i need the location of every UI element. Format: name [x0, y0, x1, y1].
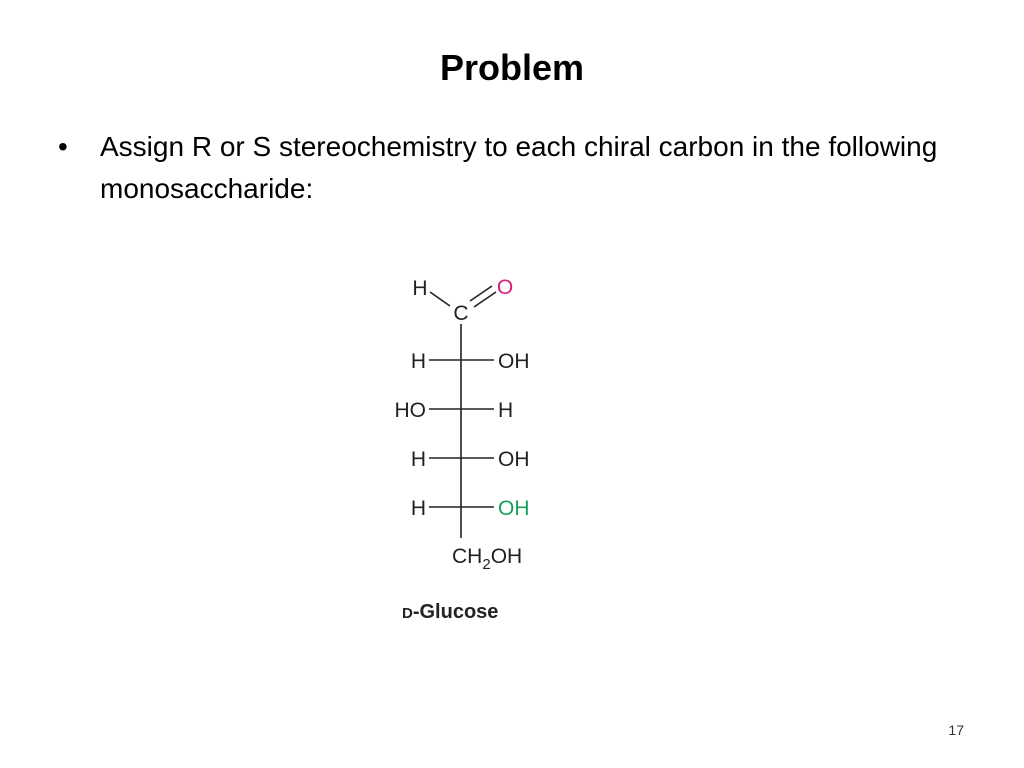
chiral-row: HO H: [395, 399, 514, 422]
compound-name-rest: -Glucose: [413, 601, 499, 623]
slide-number: 17: [948, 722, 964, 738]
fischer-projection-diagram: H C O H OH HO H H OH H OH CH2OH: [370, 262, 590, 642]
fischer-projection-svg: H C O H OH HO H H OH H OH CH2OH: [395, 276, 530, 623]
chiral-row: H OH: [411, 350, 530, 373]
chiral-row: H OH: [411, 497, 530, 520]
aldehyde-co-double-bond-1: [469, 285, 493, 302]
aldehyde-co-double-bond-2: [473, 291, 497, 308]
aldehyde-c-label: C: [453, 302, 468, 325]
bullet-item: • Assign R or S stereochemistry to each …: [58, 126, 938, 210]
row-left-group: H: [411, 448, 426, 471]
row-right-group: OH: [498, 497, 530, 520]
terminal-oh-label: OH: [491, 545, 523, 568]
row-left-group: HO: [395, 399, 427, 422]
aldehyde-ch-bond: [429, 291, 451, 307]
terminal-ch2oh-group: CH2OH: [452, 545, 522, 573]
bullet-text: Assign R or S stereochemistry to each ch…: [100, 131, 938, 204]
bullet-list: • Assign R or S stereochemistry to each …: [58, 126, 938, 210]
terminal-ch-label: CH: [452, 545, 482, 568]
chiral-row: H OH: [411, 448, 530, 471]
row-right-group: OH: [498, 350, 530, 373]
row-left-group: H: [411, 497, 426, 520]
aldehyde-o-label: O: [497, 276, 513, 299]
compound-name: D-Glucose: [402, 601, 498, 623]
row-right-group: OH: [498, 448, 530, 471]
bullet-dot: •: [58, 131, 68, 162]
terminal-subscript: 2: [482, 556, 490, 573]
row-left-group: H: [411, 350, 426, 373]
slide-title: Problem: [439, 47, 585, 88]
row-right-group: H: [498, 399, 513, 422]
compound-name-prefix: D: [402, 605, 413, 622]
aldehyde-h-label: H: [412, 277, 427, 300]
